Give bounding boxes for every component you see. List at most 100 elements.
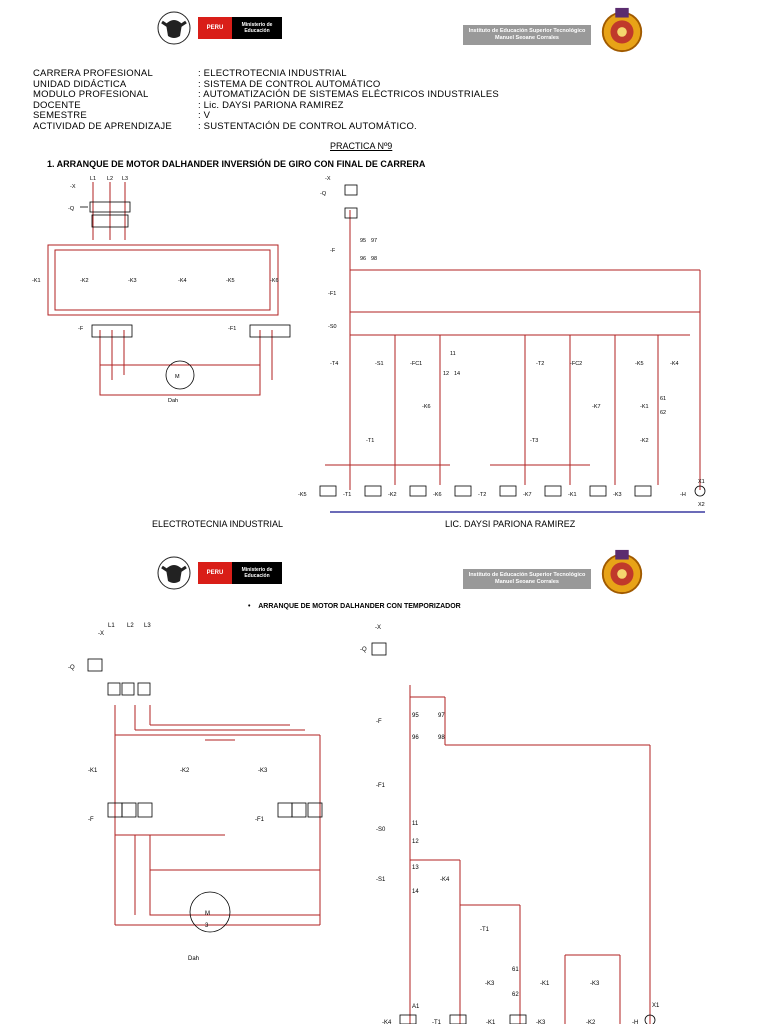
svg-text:-K3: -K3	[536, 1020, 546, 1024]
info-key: ACTIVIDAD DE APRENDIZAJE	[33, 120, 172, 132]
svg-text:M: M	[175, 374, 180, 380]
info-value: : SISTEMA DE CONTROL AUTOMÁTICO	[198, 78, 381, 90]
bullet: •	[248, 603, 251, 610]
svg-text:-K3: -K3	[258, 768, 268, 774]
svg-text:-K1: -K1	[486, 1020, 496, 1024]
info-value: : V	[198, 110, 211, 121]
svg-text:-T2: -T2	[536, 361, 544, 367]
svg-text:-K6: -K6	[433, 492, 442, 498]
info-key: MODULO PROFESIONAL	[33, 89, 149, 100]
info-value: : ELECTROTECNIA INDUSTRIAL	[198, 68, 347, 79]
svg-text:-F1: -F1	[228, 326, 236, 332]
svg-text:-X: -X	[70, 184, 76, 190]
svg-text:-F: -F	[330, 248, 336, 254]
svg-text:-X: -X	[325, 176, 331, 182]
ministry-label: Ministerio de Educación	[232, 562, 282, 584]
info-value: : SUSTENTACIÓN DE CONTROL AUTOMÁTICO.	[198, 120, 417, 132]
svg-text:-Q: -Q	[360, 647, 367, 653]
svg-text:A1: A1	[412, 1004, 420, 1010]
svg-text:-Q: -Q	[320, 191, 327, 197]
svg-text:-X: -X	[375, 625, 381, 631]
practice-title: PRACTICA Nº9	[330, 141, 393, 151]
svg-text:-F: -F	[88, 817, 94, 823]
svg-text:-K4: -K4	[178, 278, 187, 284]
svg-text:-K3: -K3	[128, 278, 137, 284]
svg-text:-T3: -T3	[530, 438, 538, 444]
info-value: : Lic. DAYSI PARIONA RAMIREZ	[198, 99, 344, 111]
svg-text:-S1: -S1	[375, 361, 384, 367]
svg-text:-X: -X	[98, 631, 104, 637]
svg-text:-F1: -F1	[376, 783, 386, 789]
svg-text:-K4: -K4	[382, 1020, 392, 1024]
svg-text:L3: L3	[144, 623, 151, 629]
svg-text:-K4: -K4	[440, 877, 450, 883]
svg-text:-T1: -T1	[366, 438, 374, 444]
info-key: UNIDAD DIDÁCTICA	[33, 78, 127, 90]
svg-text:M: M	[205, 911, 210, 917]
institute-logo-icon	[601, 7, 643, 53]
peru-seal-icon	[157, 11, 191, 45]
svg-text:-K2: -K2	[586, 1020, 596, 1024]
svg-text:X2: X2	[698, 502, 705, 508]
item1-title: 1. ARRANQUE DE MOTOR DALHANDER INVERSIÓN…	[47, 159, 426, 169]
svg-text:-T1: -T1	[480, 927, 490, 933]
svg-text:-K1: -K1	[88, 768, 98, 774]
info-key: DOCENTE	[33, 99, 81, 111]
svg-text:-K5: -K5	[226, 278, 235, 284]
svg-text:L1: L1	[90, 176, 96, 182]
info-value: : AUTOMATIZACIÓN DE SISTEMAS ELÉCTRICOS …	[198, 89, 499, 100]
svg-text:-K3: -K3	[613, 492, 622, 498]
svg-text:-K5: -K5	[635, 361, 644, 367]
svg-text:L2: L2	[127, 623, 134, 629]
footer-left: ELECTROTECNIA INDUSTRIAL	[152, 519, 284, 529]
svg-text:L3: L3	[122, 176, 128, 182]
svg-text:-K2: -K2	[180, 768, 190, 774]
svg-text:3: 3	[205, 923, 209, 929]
svg-text:98: 98	[371, 256, 377, 262]
info-row: CARRERA PROFESIONAL : ELECTROTECNIA INDUS…	[33, 68, 499, 80]
svg-text:-K1: -K1	[640, 404, 649, 410]
svg-text:-K3: -K3	[590, 981, 600, 987]
footer-right: LIC. DAYSI PARIONA RAMIREZ	[445, 519, 576, 529]
item2-title-text: ARRANQUE DE MOTOR DALHANDER CON TEMPORIZ…	[258, 603, 461, 610]
svg-text:61: 61	[512, 967, 519, 973]
svg-text:-K6: -K6	[422, 404, 431, 410]
svg-text:95: 95	[360, 238, 366, 244]
svg-text:95: 95	[412, 713, 419, 719]
svg-text:11: 11	[450, 351, 456, 357]
institute-label: Instituto de Educación Superior Tecnológ…	[463, 569, 591, 589]
svg-text:-K7: -K7	[523, 492, 532, 498]
svg-text:62: 62	[512, 992, 519, 998]
svg-text:98: 98	[438, 735, 445, 741]
svg-text:X1: X1	[698, 479, 705, 485]
svg-text:-H: -H	[680, 492, 686, 498]
info-row: UNIDAD DIDÁCTICA : SISTEMA DE CONTROL AUT…	[33, 78, 499, 91]
svg-text:-K6: -K6	[270, 278, 279, 284]
info-row: ACTIVIDAD DE APRENDIZAJE : SUSTENTACIÓN D…	[33, 120, 499, 133]
svg-text:-K5: -K5	[298, 492, 307, 498]
svg-text:-S0: -S0	[328, 324, 337, 330]
info-row: SEMESTRE: V	[33, 110, 499, 122]
svg-text:-T1: -T1	[432, 1020, 442, 1024]
info-row: MODULO PROFESIONAL : AUTOMATIZACIÓN DE SI…	[33, 89, 499, 101]
svg-text:Dah: Dah	[188, 956, 199, 962]
svg-text:14: 14	[454, 371, 460, 377]
info-row: DOCENTE : Lic. DAYSI PARIONA RAMIREZ	[33, 99, 499, 112]
svg-text:96: 96	[412, 735, 419, 741]
svg-text:-K2: -K2	[80, 278, 89, 284]
institute-logo-icon	[601, 549, 643, 595]
svg-text:-Q: -Q	[68, 206, 75, 212]
course-info: CARRERA PROFESIONAL : ELECTROTECNIA INDUS…	[33, 68, 499, 133]
svg-text:97: 97	[438, 713, 445, 719]
svg-text:-H: -H	[632, 1020, 638, 1024]
svg-text:-FC1: -FC1	[410, 361, 422, 367]
svg-text:-S1: -S1	[376, 877, 386, 883]
svg-text:12: 12	[443, 371, 449, 377]
svg-text:L2: L2	[107, 176, 113, 182]
info-key: CARRERA PROFESIONAL	[33, 68, 153, 79]
svg-text:X1: X1	[652, 1003, 660, 1009]
svg-text:13: 13	[412, 865, 419, 871]
svg-text:-K3: -K3	[485, 981, 495, 987]
svg-text:-S0: -S0	[376, 827, 386, 833]
svg-text:96: 96	[360, 256, 366, 262]
